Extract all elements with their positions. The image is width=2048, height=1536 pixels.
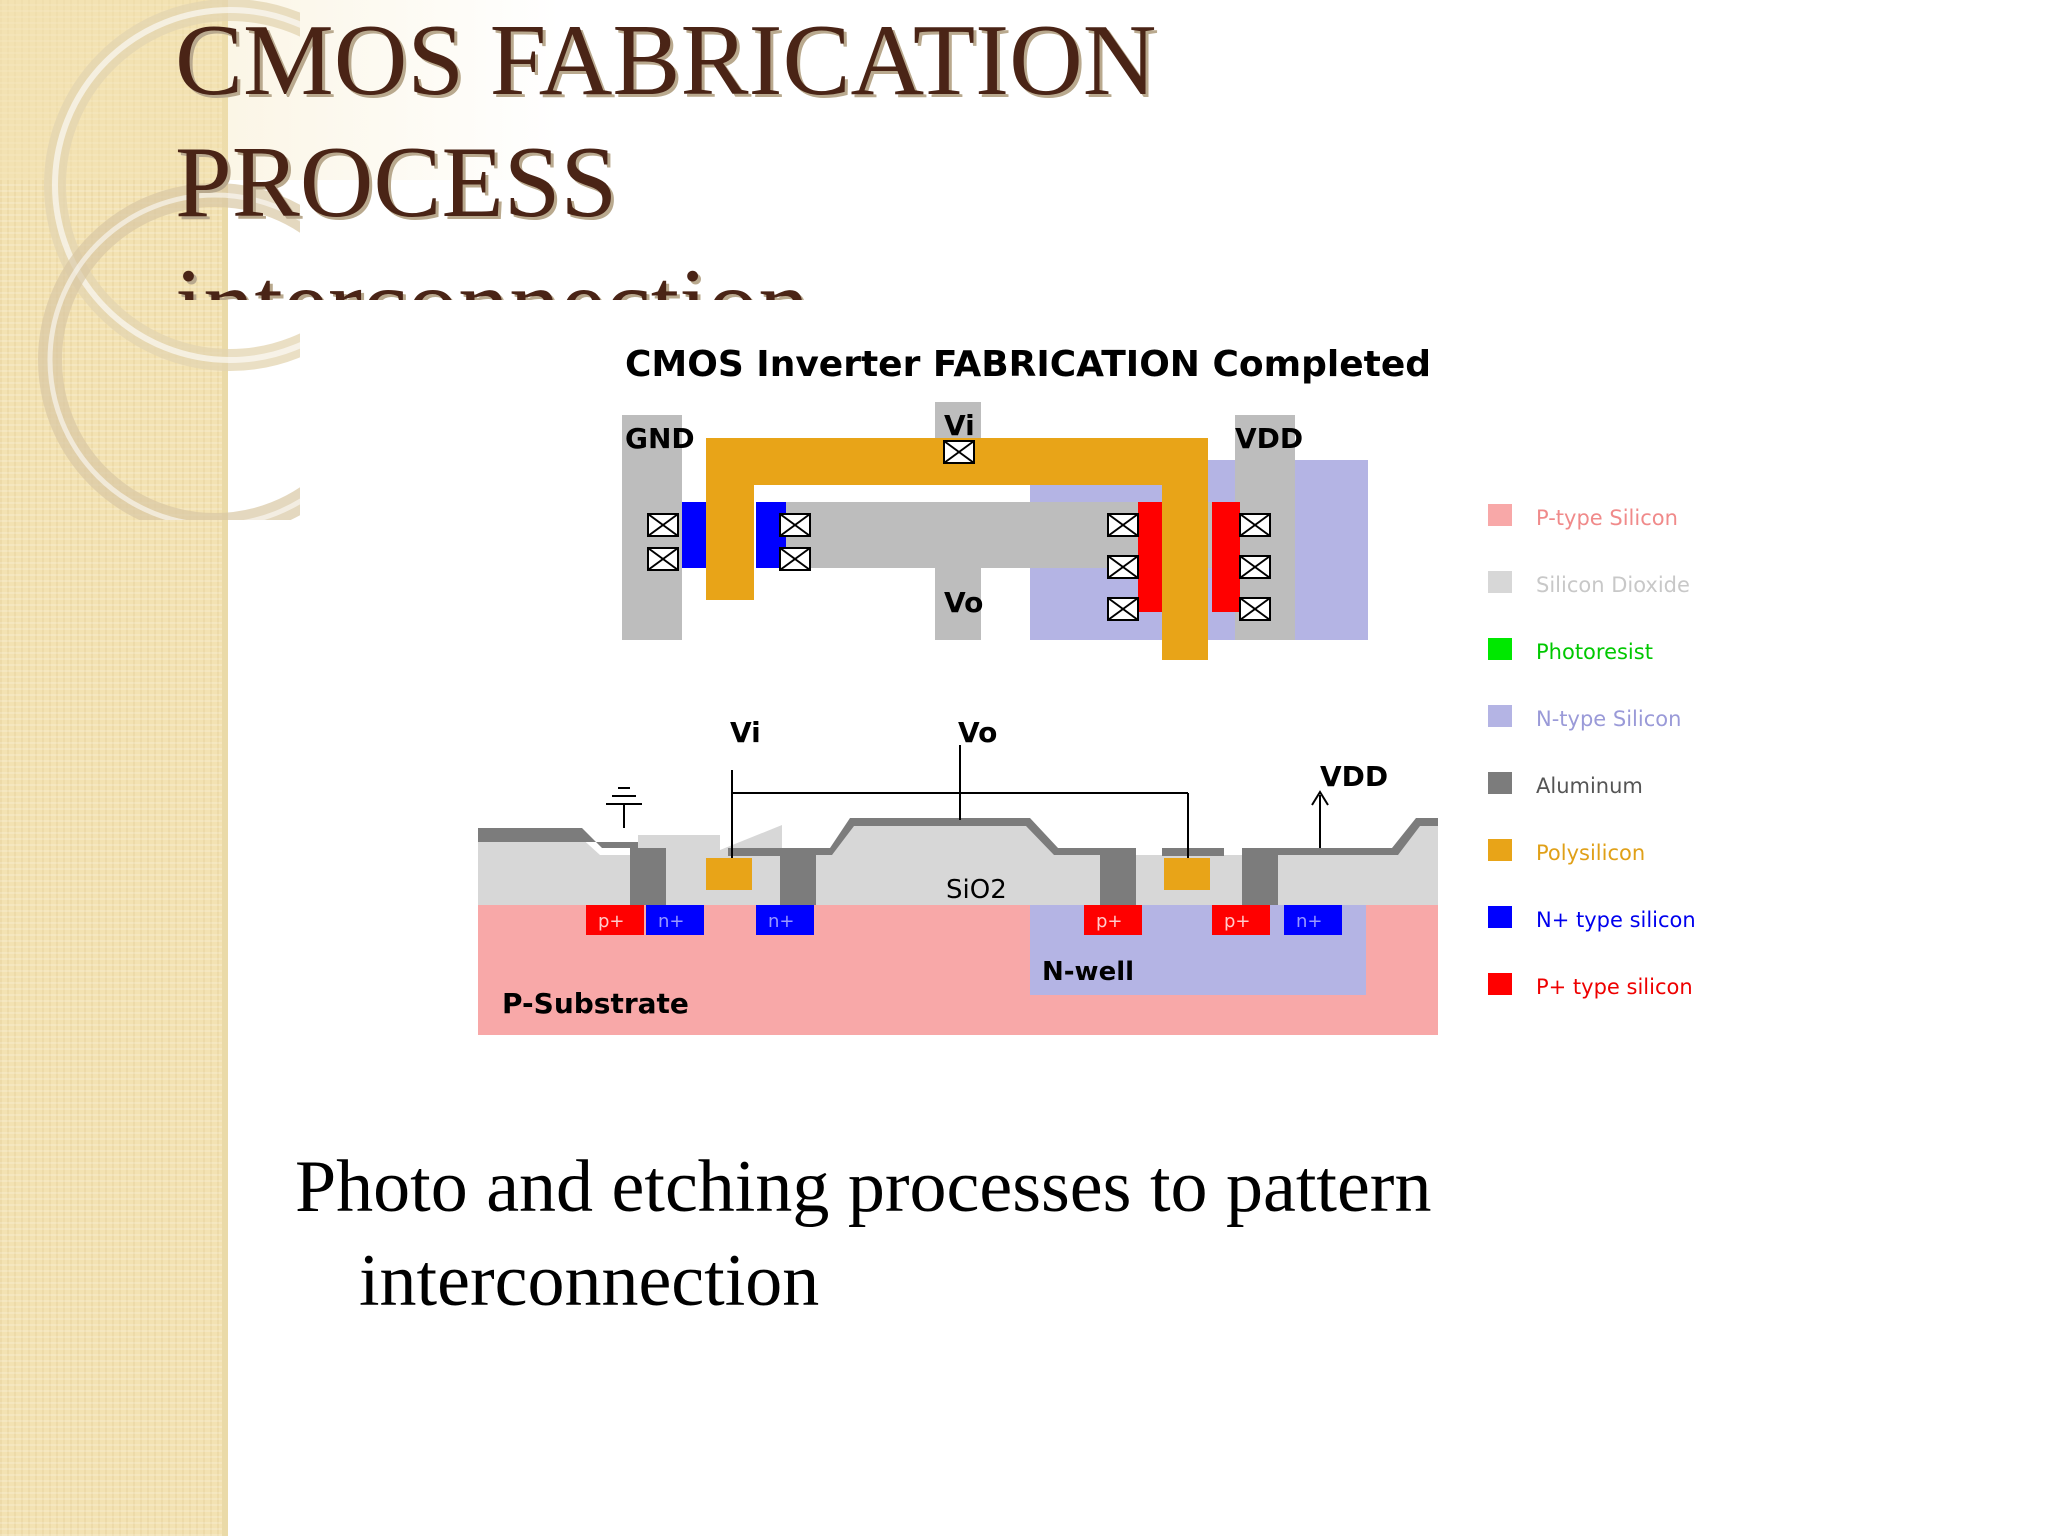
top-label-vo: Vo (944, 586, 983, 619)
legend-label-pplus: P+ type silicon (1536, 975, 1693, 999)
legend-label-p-type: P-type Silicon (1536, 506, 1678, 530)
pplus-1-label: p+ (598, 911, 625, 932)
left-decorative-strip (0, 0, 226, 1536)
top-view: GND Vi VDD Vo (622, 402, 1368, 660)
al-plug-pplus-out (1100, 848, 1136, 905)
strip-edge (222, 0, 228, 1536)
top-label-vdd: VDD (1235, 422, 1303, 455)
legend-swatch-p-type (1488, 504, 1512, 526)
title-line-3: interconnection (175, 244, 1275, 300)
cs-label-vo: Vo (958, 716, 997, 749)
pplus-1 (586, 905, 644, 935)
pplus-3 (1212, 905, 1270, 935)
legend-swatch-nplus (1488, 906, 1512, 928)
nplus-3-label: n+ (1296, 911, 1323, 932)
legend-label-photoresist: Photoresist (1536, 640, 1653, 664)
poly-gate-p (1164, 858, 1210, 890)
decorative-rings (38, 0, 300, 520)
top-label-vi: Vi (944, 409, 975, 442)
nplus-2-label: n+ (768, 911, 795, 932)
poly-gate-n (706, 858, 752, 890)
top-label-gnd: GND (625, 422, 695, 455)
cs-label-vi: Vi (730, 716, 761, 749)
cs-label-psub: P-Substrate (502, 987, 689, 1020)
legend-swatch-aluminum (1488, 772, 1512, 794)
diagram-title: CMOS Inverter FABRICATION Completed (625, 344, 1431, 385)
top-pplus-right (1212, 502, 1240, 612)
aluminum-surface (478, 828, 638, 848)
cross-section: p+ n+ n+ p+ p+ n+ Vi Vo VDD SiO2 N-well … (478, 716, 1438, 1035)
cmos-inverter-diagram: CMOS Inverter FABRICATION Completed (478, 344, 1696, 1035)
legend-swatch-polysilicon (1488, 839, 1512, 861)
slide-caption: Photo and etching processes to pattern i… (295, 1140, 1431, 1328)
nplus-1-label: n+ (658, 911, 685, 932)
legend: P-type Silicon Silicon Dioxide Photoresi… (1488, 504, 1696, 999)
slide-title: CMOS FABRICATION PROCESS interconnection (175, 0, 1275, 300)
wiring (606, 745, 1329, 858)
pplus-3-label: p+ (1224, 911, 1251, 932)
legend-label-n-type: N-type Silicon (1536, 707, 1681, 731)
legend-label-nplus: N+ type silicon (1536, 908, 1696, 932)
pplus-2 (1084, 905, 1142, 935)
legend-label-polysilicon: Polysilicon (1536, 841, 1645, 865)
nplus-2 (756, 905, 814, 935)
pplus-2-label: p+ (1096, 911, 1123, 932)
al-plug-vdd (1242, 848, 1278, 905)
legend-label-oxide: Silicon Dioxide (1536, 573, 1690, 597)
top-polysilicon-gate (706, 438, 1208, 660)
al-plug-nplus (780, 848, 816, 905)
title-line-2: PROCESS (175, 126, 618, 239)
legend-swatch-pplus (1488, 973, 1512, 995)
title-line-1: CMOS FABRICATION (175, 4, 1157, 117)
nplus-1 (646, 905, 704, 935)
cs-label-nwell: N-well (1042, 957, 1134, 987)
legend-swatch-n-type (1488, 705, 1512, 727)
nplus-3 (1284, 905, 1342, 935)
caption-line-1: Photo and etching processes to pattern (295, 1146, 1432, 1228)
cs-label-sio2: SiO2 (946, 875, 1007, 905)
cs-label-vdd: VDD (1320, 760, 1388, 793)
caption-line-2: interconnection (359, 1240, 820, 1322)
legend-swatch-photoresist (1488, 638, 1512, 660)
legend-label-aluminum: Aluminum (1536, 774, 1643, 798)
legend-swatch-oxide (1488, 571, 1512, 593)
al-plug-gnd (630, 848, 666, 905)
